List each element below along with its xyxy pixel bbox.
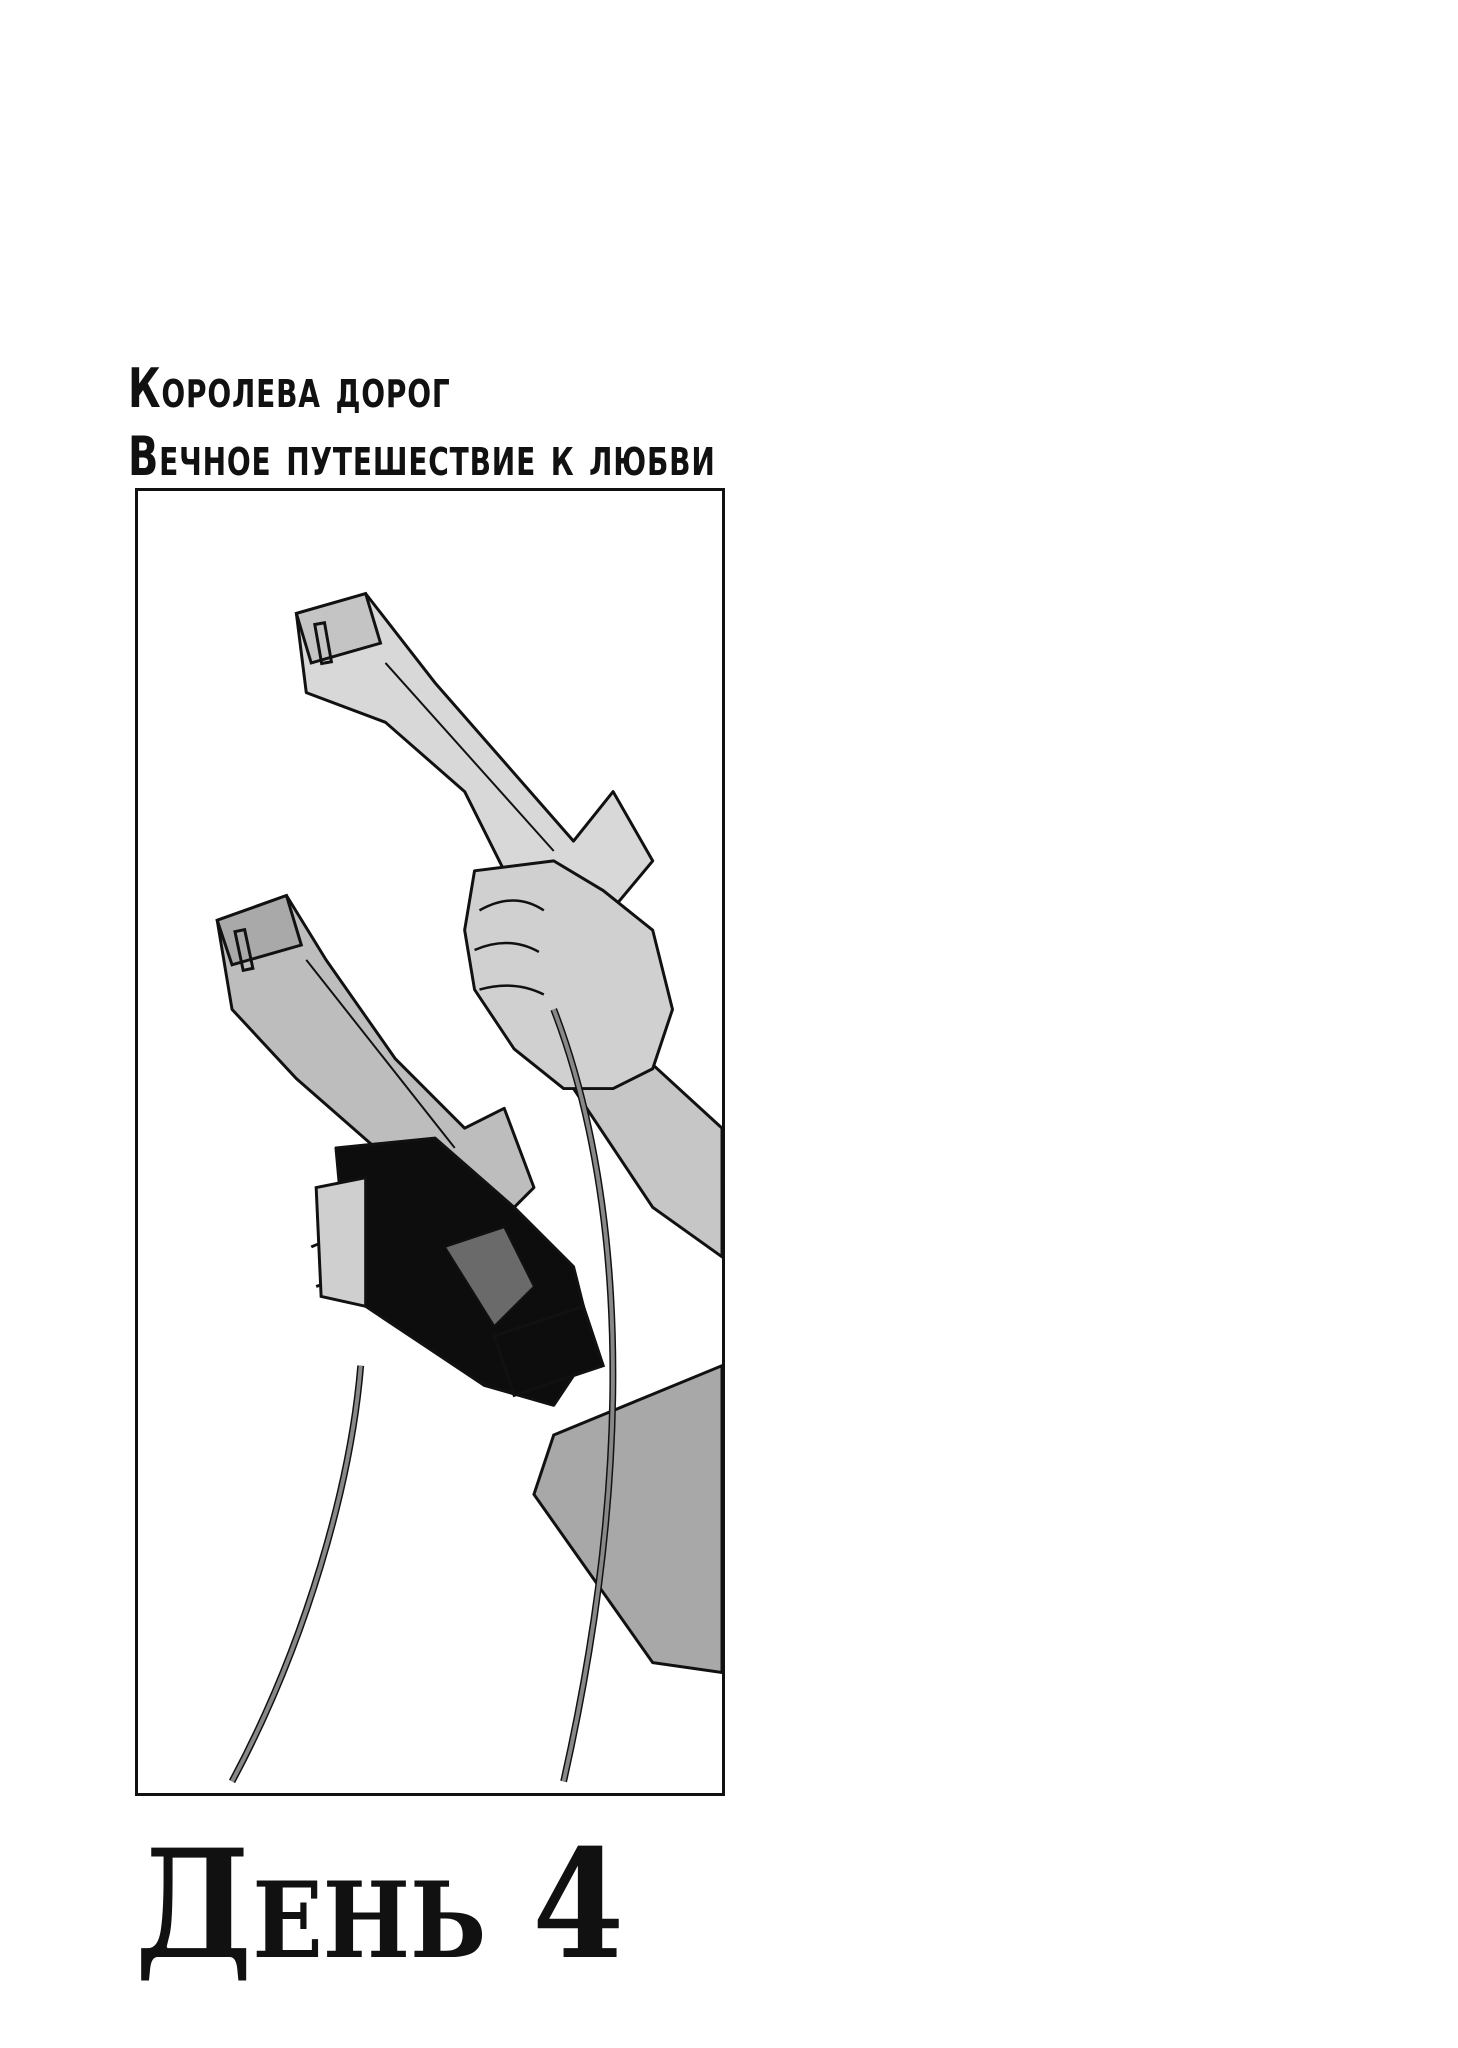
lower-arm <box>532 1364 722 1675</box>
title-line-1: Королева дорог <box>128 357 451 420</box>
illustration-panel <box>135 488 725 1796</box>
upper-pistol <box>294 591 655 932</box>
title-line-2: Вечное путешествие к любви <box>128 425 716 488</box>
upper-hand <box>463 859 674 1091</box>
guns-illustration <box>215 591 722 1784</box>
cord-lower <box>228 1365 365 1784</box>
chapter-heading: День 4 <box>135 1817 625 1993</box>
manga-title: Королева дорог Вечное путешествие к любв… <box>128 355 1028 491</box>
